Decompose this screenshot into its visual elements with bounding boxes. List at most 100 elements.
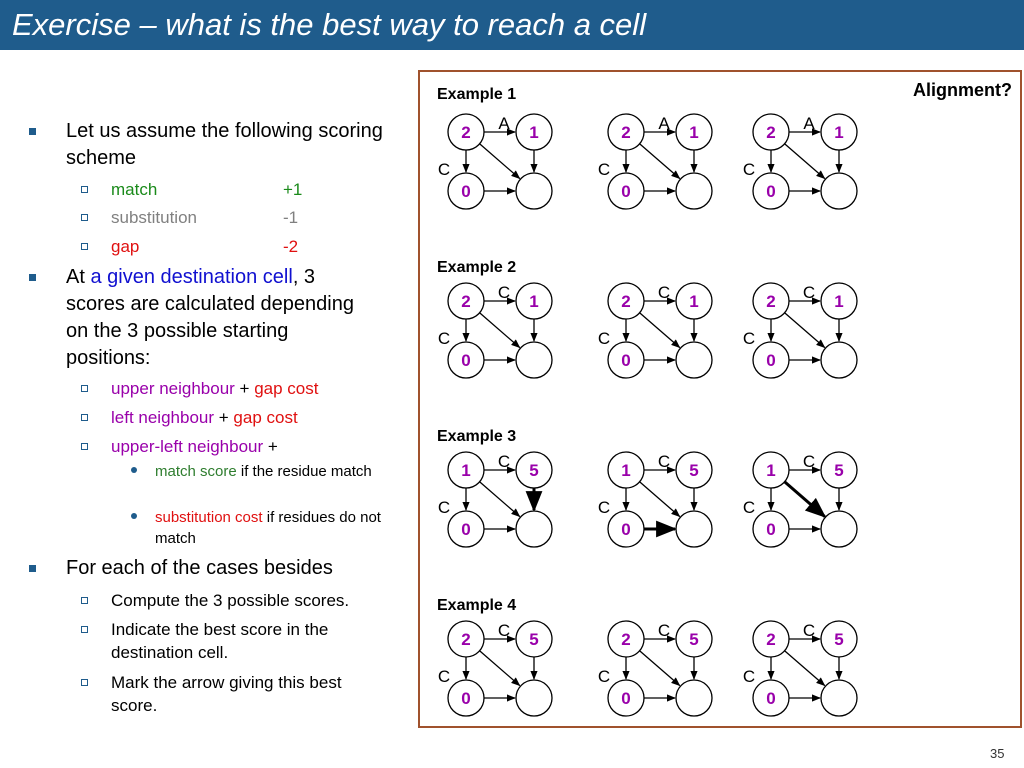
cell-upper-right bbox=[515, 113, 553, 151]
bullet-destination-cell: At a given destination cell, 3 scores ar… bbox=[66, 266, 354, 369]
row-residue-label: C bbox=[598, 667, 610, 686]
gap-value: -2 bbox=[283, 237, 299, 256]
row-residue-label: C bbox=[438, 160, 450, 179]
arrow-diagonal bbox=[784, 143, 826, 180]
column-residue-label: A bbox=[658, 114, 670, 133]
cell-value: 5 bbox=[689, 630, 698, 649]
cell-value: 1 bbox=[834, 123, 843, 142]
cell-value: 0 bbox=[461, 520, 470, 539]
gap-label: gap bbox=[111, 237, 140, 256]
match-score-line: match score if the residue match bbox=[155, 463, 372, 480]
cell-value: 2 bbox=[621, 123, 630, 142]
cell-lower-left bbox=[447, 172, 485, 210]
cell-value: 5 bbox=[689, 461, 698, 480]
row-residue-label: C bbox=[598, 329, 610, 348]
row-residue-label: C bbox=[438, 498, 450, 517]
cell-upper-right bbox=[675, 620, 713, 658]
cell-value: 1 bbox=[461, 461, 470, 480]
cell-upper-left bbox=[752, 282, 790, 320]
cell-destination bbox=[675, 341, 713, 379]
cell-value: 1 bbox=[689, 292, 698, 311]
cell-value: 5 bbox=[529, 630, 538, 649]
example-label: Example 3 bbox=[437, 428, 516, 445]
example-label: Example 2 bbox=[437, 259, 516, 276]
cell-lower-left bbox=[607, 341, 645, 379]
cell-upper-right bbox=[515, 282, 553, 320]
left-neighbour-line: left neighbour + gap cost bbox=[111, 408, 298, 427]
cell-upper-left bbox=[447, 620, 485, 658]
row-residue-label: C bbox=[743, 160, 755, 179]
cell-lower-left bbox=[752, 679, 790, 717]
arrow-diagonal bbox=[479, 143, 521, 180]
bullet-hollow-square-icon bbox=[81, 243, 88, 250]
cell-lower-left bbox=[447, 510, 485, 548]
cell-destination bbox=[675, 679, 713, 717]
slide-title: Exercise – what is the best way to reach… bbox=[12, 7, 647, 42]
arrow-diagonal bbox=[784, 312, 826, 349]
bullet-dot-icon bbox=[131, 513, 137, 519]
examples-panel bbox=[418, 70, 1022, 728]
cell-value: 2 bbox=[766, 123, 775, 142]
cell-upper-right bbox=[515, 620, 553, 658]
substitution-label: substitution bbox=[111, 208, 197, 227]
column-residue-label: A bbox=[498, 114, 510, 133]
cell-value: 0 bbox=[461, 182, 470, 201]
cell-value: 0 bbox=[621, 520, 630, 539]
cell-lower-left bbox=[447, 679, 485, 717]
page-number: 35 bbox=[990, 746, 1005, 761]
cell-value: 1 bbox=[621, 461, 630, 480]
cell-upper-right bbox=[820, 451, 858, 489]
cell-destination bbox=[820, 341, 858, 379]
cell-destination bbox=[515, 341, 553, 379]
cell-lower-left bbox=[607, 679, 645, 717]
bullet-hollow-square-icon bbox=[81, 186, 88, 193]
cell-lower-left bbox=[607, 510, 645, 548]
cell-lower-left bbox=[752, 510, 790, 548]
cell-upper-right bbox=[515, 451, 553, 489]
upper-neighbour-line: upper neighbour + gap cost bbox=[111, 379, 319, 398]
bullet-hollow-square-icon bbox=[81, 626, 88, 633]
arrow-diagonal bbox=[479, 481, 521, 518]
cell-destination bbox=[515, 172, 553, 210]
arrow-diagonal bbox=[479, 650, 521, 687]
cell-destination bbox=[675, 172, 713, 210]
cell-value: 0 bbox=[461, 689, 470, 708]
bullet-square-icon bbox=[29, 128, 36, 135]
cell-value: 2 bbox=[461, 292, 470, 311]
column-residue-label: C bbox=[658, 621, 670, 640]
cell-value: 0 bbox=[766, 520, 775, 539]
cell-value: 1 bbox=[529, 292, 538, 311]
cell-lower-left bbox=[752, 172, 790, 210]
arrow-diagonal bbox=[479, 312, 521, 349]
cell-value: 0 bbox=[766, 351, 775, 370]
cell-destination bbox=[820, 679, 858, 717]
cell-value: 2 bbox=[461, 630, 470, 649]
bullet-hollow-square-icon bbox=[81, 679, 88, 686]
bullet-square-icon bbox=[29, 565, 36, 572]
match-label: match bbox=[111, 180, 158, 199]
arrow-diagonal bbox=[783, 480, 827, 518]
task-compute-scores: Compute the 3 possible scores. bbox=[111, 591, 350, 610]
column-residue-label: A bbox=[803, 114, 815, 133]
cell-lower-left bbox=[607, 172, 645, 210]
cell-upper-right bbox=[820, 282, 858, 320]
bullet-hollow-square-icon bbox=[81, 597, 88, 604]
cell-value: 1 bbox=[529, 123, 538, 142]
arrow-diagonal bbox=[784, 650, 826, 687]
column-residue-label: C bbox=[658, 283, 670, 302]
cell-value: 1 bbox=[834, 292, 843, 311]
cell-upper-left bbox=[752, 620, 790, 658]
column-residue-label: C bbox=[658, 452, 670, 471]
example-label: Example 1 bbox=[437, 86, 516, 103]
cell-upper-right bbox=[675, 113, 713, 151]
cell-upper-left bbox=[607, 113, 645, 151]
arrow-diagonal bbox=[639, 312, 681, 349]
cell-value: 5 bbox=[529, 461, 538, 480]
substitution-cost-line: substitution cost if residues do not mat… bbox=[155, 509, 381, 547]
substitution-value: -1 bbox=[283, 208, 299, 227]
cell-upper-left bbox=[607, 451, 645, 489]
cell-value: 0 bbox=[621, 182, 630, 201]
task-indicate-best: Indicate the best score in the destinati… bbox=[111, 620, 329, 662]
cell-destination bbox=[675, 510, 713, 548]
